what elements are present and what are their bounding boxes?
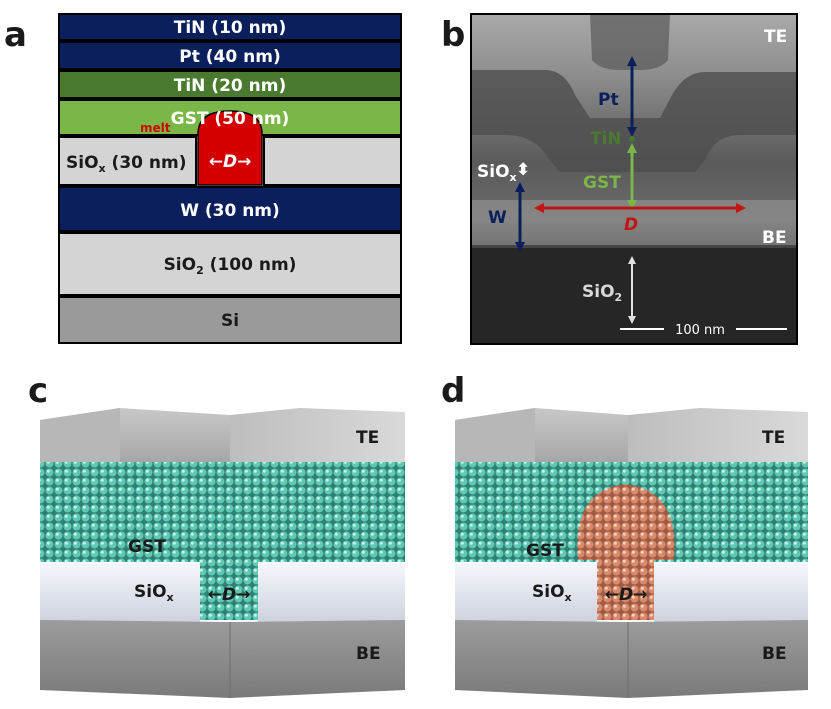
d-label-be: BE	[762, 644, 787, 664]
c-label-siox: SiOx	[134, 582, 174, 604]
sem-label-w: W	[488, 208, 507, 228]
arrow-pt-head-bottom	[627, 127, 637, 137]
arrow-gst-head-top	[627, 143, 637, 153]
layer-si	[58, 296, 402, 344]
layer-tin-top	[58, 13, 402, 41]
label-gst: GST (50 nm)	[171, 109, 290, 129]
label-tin-mid: TiN (20 nm)	[174, 76, 287, 96]
d-be-block	[455, 620, 808, 698]
arrow-sio2-head-top	[628, 256, 636, 264]
layer-siox-left	[58, 136, 197, 186]
c-label-te: TE	[356, 428, 379, 448]
panel-label-c: c	[28, 371, 48, 411]
sem-label-te: TE	[764, 27, 787, 47]
d-siox-block-right	[654, 562, 808, 628]
sem-label-be: BE	[762, 228, 787, 248]
d-label-te: TE	[762, 428, 785, 448]
arrow-d-head-right	[736, 203, 746, 213]
d-siox-block-left	[455, 562, 597, 628]
arrow-w-head-bottom	[515, 242, 525, 252]
arrow-d-head-left	[534, 203, 544, 213]
panel-label-d: d	[441, 371, 465, 411]
d-te-block-right	[628, 408, 808, 464]
d-label-gst: GST	[526, 541, 564, 561]
label-si: Si	[221, 311, 239, 331]
c-label-d: ←D→	[208, 585, 251, 605]
label-w: W (30 nm)	[180, 201, 280, 221]
sem-top-plug	[590, 14, 670, 70]
layer-pt	[58, 41, 402, 70]
sem-label-sio2: SiO2	[582, 282, 622, 304]
sem-label-siox: SiOx	[477, 162, 517, 184]
sem-gst-band	[471, 200, 797, 245]
arrow-sio2-head-bottom	[628, 316, 636, 324]
d-label-siox: SiOx	[532, 582, 572, 604]
siox-block-right	[258, 562, 405, 628]
scalebar-label-bg	[664, 320, 736, 336]
device-3d-crystalline	[40, 408, 405, 698]
sem-frame	[470, 13, 798, 345]
te-block-right	[230, 408, 405, 464]
layer-sio2	[58, 232, 402, 296]
pillar-atoms	[200, 562, 258, 620]
label-d-a: ←D→	[209, 152, 252, 172]
c-label-gst: GST	[128, 537, 166, 557]
label-melt: melt	[140, 121, 171, 135]
d-te-block-edge	[455, 408, 535, 466]
label-pt: Pt (40 nm)	[179, 47, 280, 67]
panel-label-a: a	[4, 15, 27, 55]
arrow-w-head-top	[515, 182, 525, 192]
siox-block-left	[40, 562, 200, 628]
c-label-be: BE	[356, 644, 381, 664]
layer-tin-mid	[58, 70, 402, 99]
tin-marker	[629, 136, 635, 142]
te-block-edge	[40, 408, 120, 466]
sem-label-d: D	[624, 215, 638, 235]
siox-arrow-glyph: ⬍	[516, 160, 530, 180]
gst-atoms	[40, 462, 405, 562]
sem-label-tin: TiN	[590, 129, 622, 149]
layer-w	[58, 186, 402, 232]
arrow-pt-head-top	[627, 56, 637, 66]
be-block	[40, 620, 405, 698]
label-tin-top: TiN (10 nm)	[174, 18, 287, 38]
layer-siox-right	[263, 136, 402, 186]
amorphous-mushroom	[577, 484, 675, 620]
scalebar-label: 100 nm	[675, 323, 725, 338]
label-siox: SiOx (30 nm)	[66, 153, 187, 175]
melt-region	[197, 110, 263, 186]
d-label-d: ←D→	[605, 585, 648, 605]
panel-label-b: b	[441, 15, 465, 55]
arrow-gst-head-bottom	[627, 200, 637, 210]
sem-label-gst: GST	[583, 173, 621, 193]
device-3d-amorphous	[455, 408, 808, 698]
sem-pt-band	[471, 70, 797, 172]
label-sio2: SiO2 (100 nm)	[164, 255, 297, 277]
sem-label-pt: Pt	[598, 90, 619, 110]
layer-stack	[58, 13, 402, 344]
